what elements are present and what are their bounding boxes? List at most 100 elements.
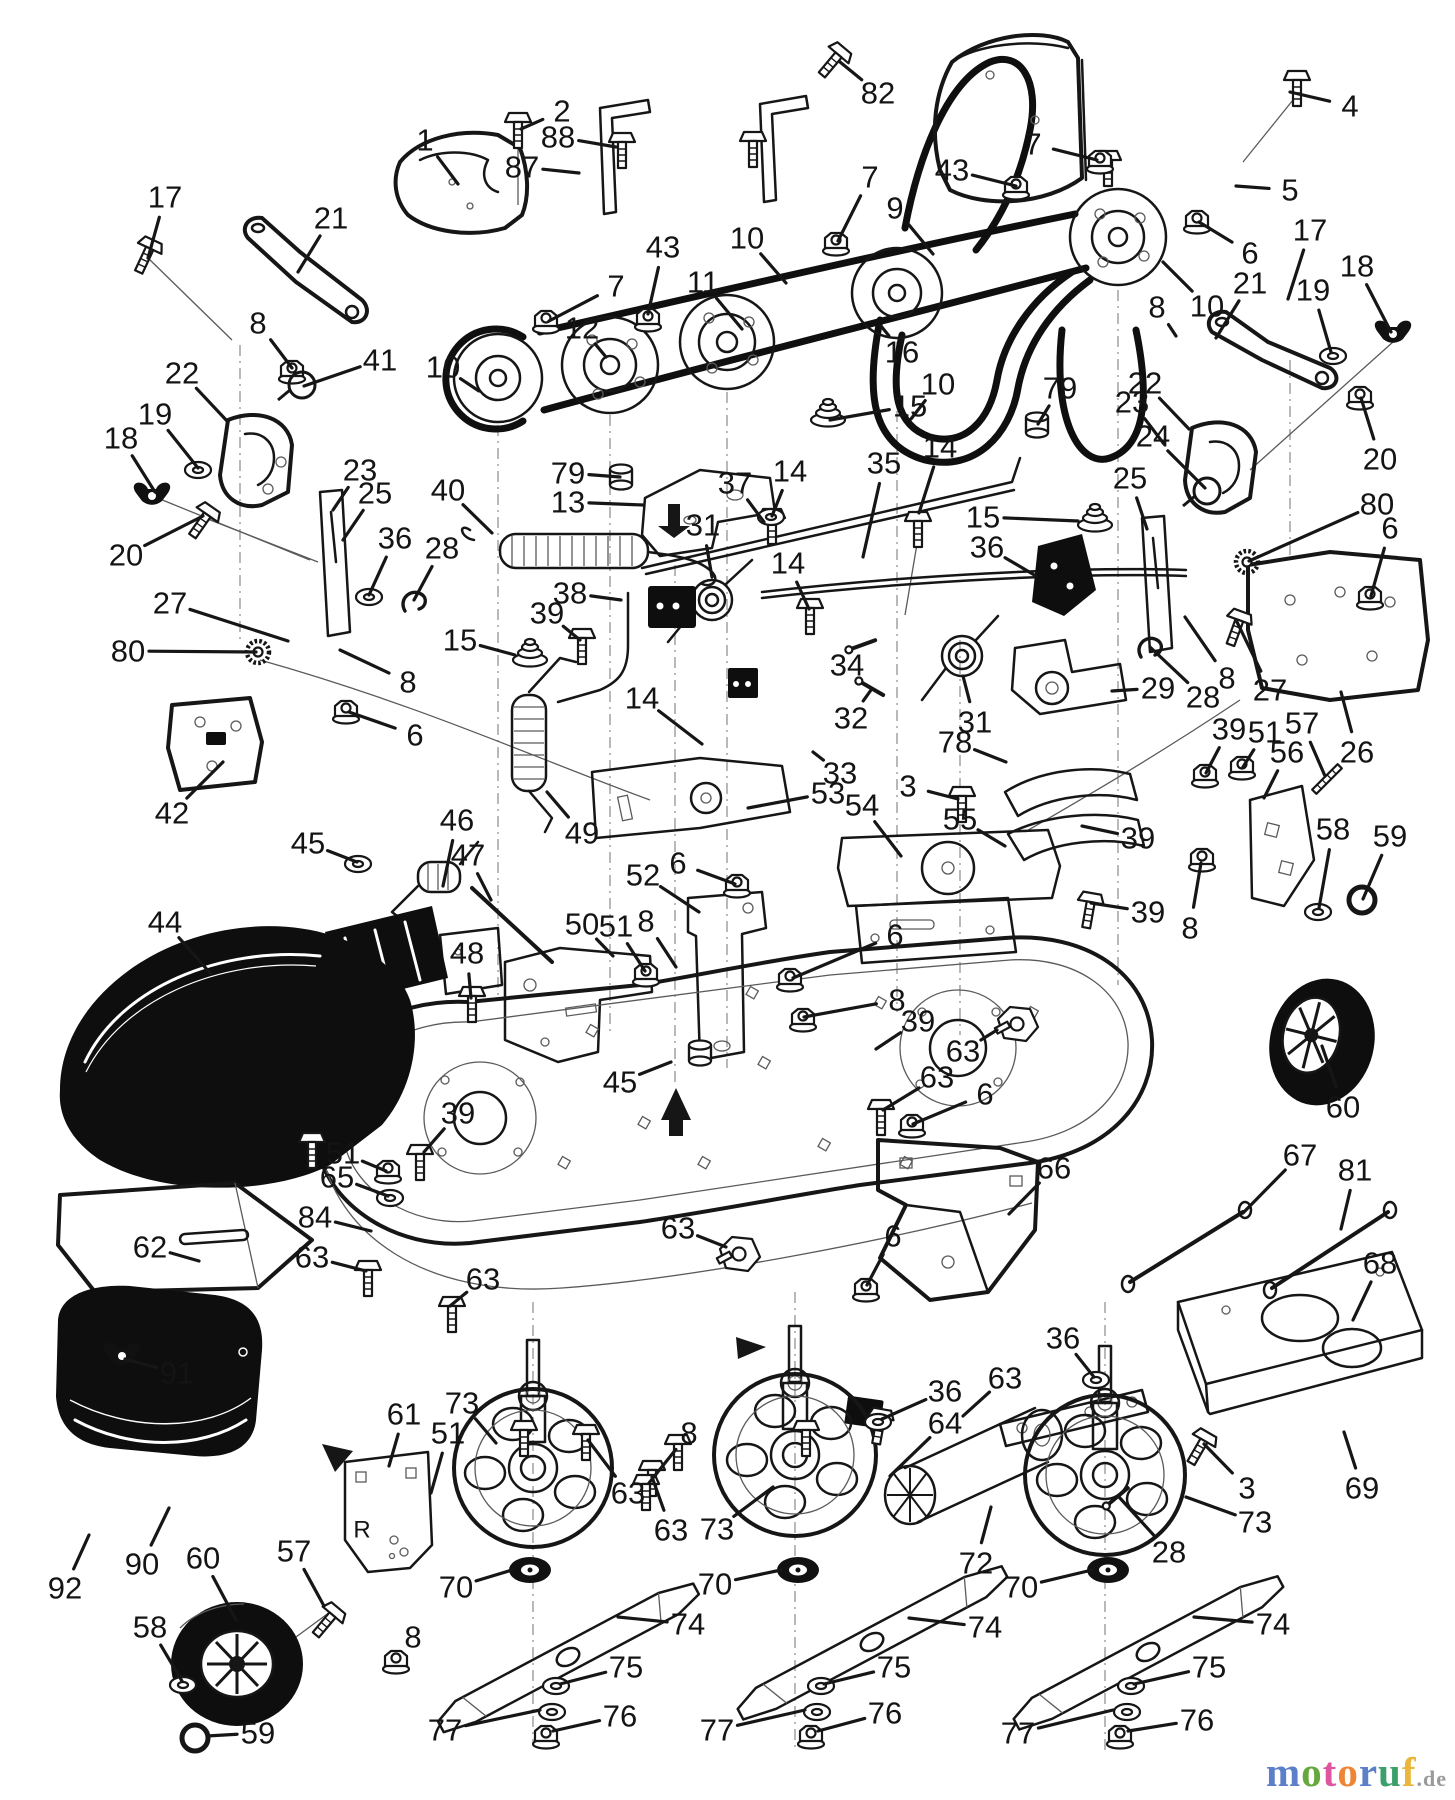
callout-leader-57	[302, 1567, 326, 1608]
callout-28: 28	[1152, 1535, 1186, 1570]
callout-leader-23	[331, 485, 350, 512]
blade-right	[1012, 1575, 1285, 1731]
belt-guard-cover	[932, 32, 1088, 204]
callout-leader-28	[1117, 1495, 1157, 1539]
callout-leader-6	[1369, 546, 1386, 598]
callout-45: 45	[603, 1065, 637, 1100]
callout-leader-74	[907, 1616, 966, 1627]
bolt-icon	[795, 597, 825, 636]
callout-76: 76	[868, 1696, 902, 1731]
callout-leader-23	[1143, 417, 1166, 446]
callout-53: 53	[811, 776, 845, 811]
callout-leader-63	[586, 1438, 617, 1478]
callout-leader-18	[130, 454, 157, 494]
callout-2: 2	[553, 94, 570, 129]
callout-leader-63	[650, 1475, 666, 1512]
callout-39: 39	[901, 1004, 935, 1039]
callout-8: 8	[680, 1416, 697, 1451]
nut-icon	[796, 1724, 826, 1750]
bolt-icon	[738, 130, 768, 169]
bolt-icon	[1076, 890, 1105, 930]
nut-icon	[1085, 149, 1115, 175]
extension-spring-49	[510, 656, 578, 834]
washer-icon	[1081, 1370, 1111, 1390]
callout-leader-31	[704, 544, 714, 579]
callout-leader-8	[1183, 615, 1217, 663]
hex-wrench-left	[598, 98, 652, 216]
spindle-housing-right	[1023, 1344, 1187, 1557]
callout-8: 8	[404, 1620, 421, 1655]
callout-18: 18	[1340, 249, 1374, 284]
callout-28: 28	[425, 531, 459, 566]
bracket-56	[1248, 784, 1316, 908]
callout-leader-52	[658, 884, 701, 914]
nut-icon	[1001, 175, 1031, 201]
callout-leader-14	[657, 709, 704, 746]
blade-center	[736, 1565, 1009, 1721]
callout-leader-59	[205, 1732, 239, 1738]
bolt-icon	[503, 111, 533, 150]
callout-leader-49	[545, 790, 570, 819]
callout-leader-39	[874, 1031, 903, 1051]
callout-91: 91	[160, 1356, 194, 1391]
callout-42: 42	[155, 796, 189, 831]
washer-icon	[537, 1702, 567, 1722]
watermark-letter: u	[1378, 1749, 1402, 1795]
arrow-upleft	[322, 1444, 353, 1472]
callout-74: 74	[671, 1607, 705, 1642]
callout-88: 88	[541, 120, 575, 155]
callout-13: 13	[551, 485, 585, 520]
callout-leader-19	[1317, 308, 1333, 354]
callout-15: 15	[966, 500, 1000, 535]
callout-leader-63	[979, 1028, 999, 1042]
bolt-icon	[947, 785, 977, 824]
watermark-letter: o	[1301, 1749, 1323, 1795]
watermark-letter: r	[1358, 1749, 1379, 1795]
cyl-icon	[687, 1039, 713, 1067]
cup-icon	[1087, 1557, 1129, 1583]
callout-29: 29	[1141, 671, 1175, 706]
callout-leader-92	[72, 1533, 91, 1571]
callout-leader-3	[926, 789, 960, 801]
callout-leader-24	[1166, 449, 1207, 490]
rod-38	[556, 591, 630, 704]
callout-leader-19	[166, 428, 200, 470]
callout-66: 66	[1037, 1151, 1071, 1186]
callout-6: 6	[1241, 236, 1258, 271]
callout-leader-5	[1234, 184, 1271, 191]
callout-68: 68	[1363, 1246, 1397, 1281]
callout-87: 87	[505, 150, 539, 185]
construction-lines	[239, 290, 1291, 1750]
rod-67	[1120, 1200, 1253, 1294]
callout-leader-84	[333, 1220, 373, 1233]
nut-icon	[531, 309, 561, 335]
cup-icon	[777, 1557, 819, 1583]
callout-76: 76	[603, 1699, 637, 1734]
washer-icon	[183, 460, 213, 480]
callout-leader-77	[463, 1708, 542, 1728]
callout-73: 73	[445, 1386, 479, 1421]
idler-bracket-13	[640, 468, 777, 558]
callout-31: 31	[958, 705, 992, 740]
callout-leader-77	[735, 1708, 807, 1727]
callout-leader-2	[519, 117, 545, 131]
callout-leader-73	[732, 1485, 775, 1519]
callout-14: 14	[625, 681, 659, 716]
nut-icon	[897, 1113, 927, 1139]
callout-12: 12	[565, 311, 599, 346]
callout-leader-63	[961, 1390, 992, 1418]
shaft-47	[470, 886, 554, 964]
callout-52: 52	[626, 858, 660, 893]
callout-58: 58	[1316, 812, 1350, 847]
arrow-right	[736, 1337, 766, 1359]
callout-77: 77	[1001, 1716, 1035, 1751]
callout-44: 44	[148, 905, 182, 940]
callout-leader-10	[759, 252, 788, 285]
spindle-pulley-left	[560, 315, 660, 415]
callout-leader-75	[822, 1670, 876, 1686]
callout-leader-32	[861, 688, 873, 703]
callout-leader-8	[269, 338, 294, 370]
callout-73: 73	[700, 1512, 734, 1547]
callout-leader-15	[1002, 516, 1080, 523]
callout-leader-37	[745, 498, 766, 524]
